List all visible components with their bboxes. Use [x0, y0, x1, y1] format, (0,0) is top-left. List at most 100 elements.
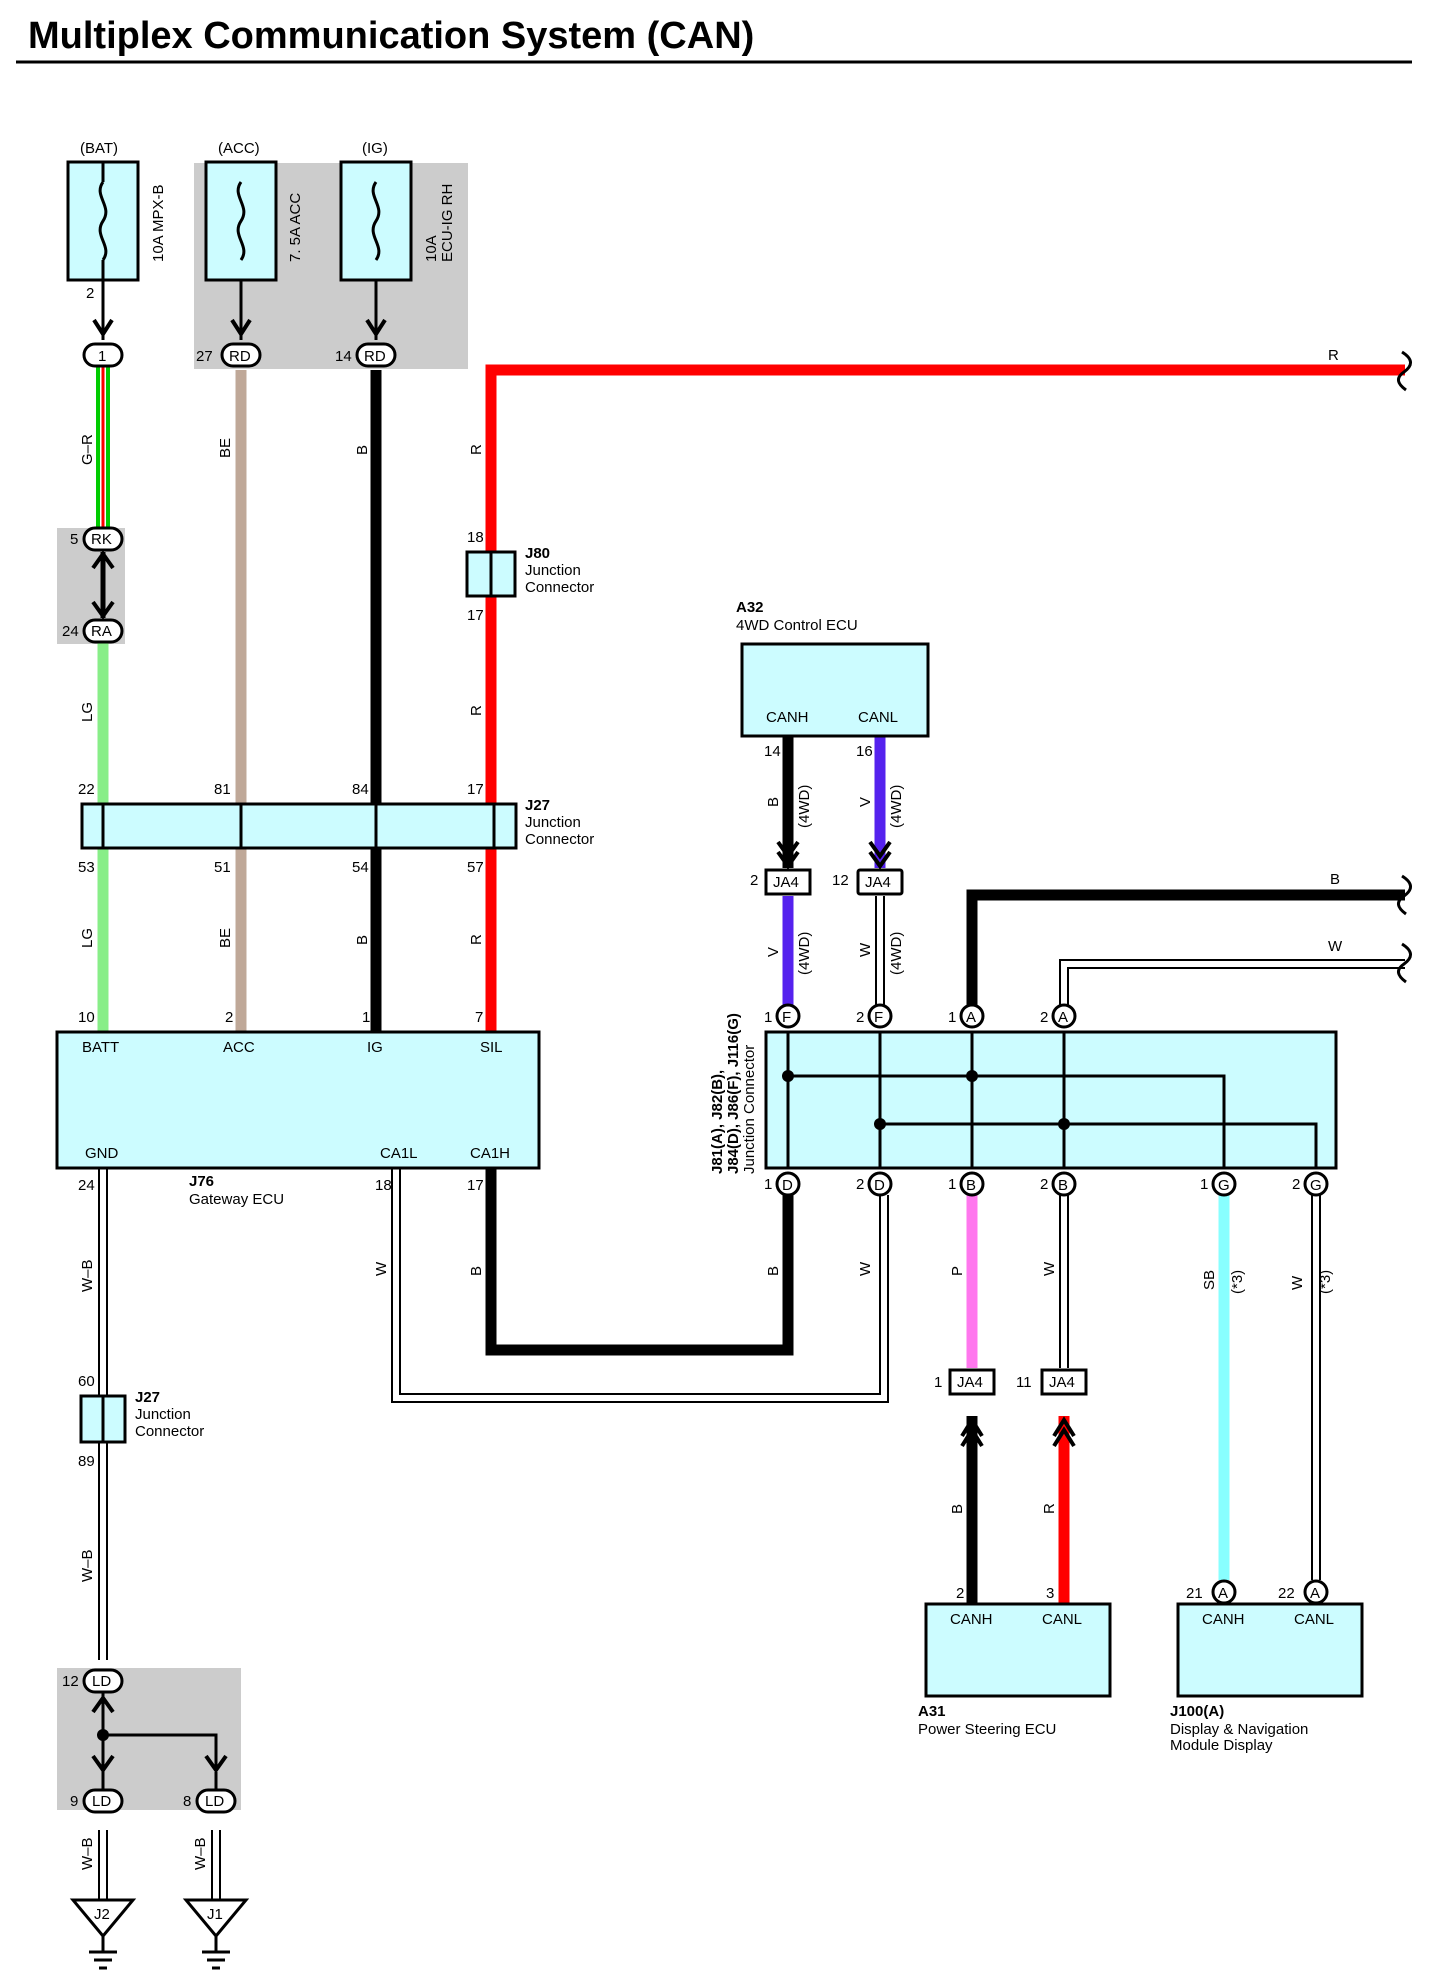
arrow-ld8 [204, 1754, 228, 1774]
svg-text:7: 7 [475, 1009, 483, 1026]
svg-text:89: 89 [78, 1453, 95, 1470]
j76-gateway-ecu: 10 BATT 2 ACC 1 IG 7 SIL GND 24 CA1L 18 … [55, 1009, 541, 1208]
a32-4wd-control-ecu: A32 4WD Control ECU CANH CANL 14 16 [736, 599, 930, 760]
svg-text:J81(A), J82(B),: J81(A), J82(B), [709, 1070, 726, 1174]
svg-text:G: G [1218, 1177, 1230, 1194]
svg-text:1: 1 [98, 348, 106, 365]
svg-text:14: 14 [335, 348, 352, 365]
svg-text:1: 1 [764, 1176, 772, 1193]
wire-label-b-d1: B [765, 1266, 782, 1276]
svg-text:Display & Navigation: Display & Navigation [1170, 1721, 1308, 1738]
fuse-source-label: (BAT) [80, 140, 118, 157]
svg-text:J1: J1 [207, 1906, 223, 1923]
svg-text:53: 53 [78, 859, 95, 876]
svg-text:BATT: BATT [82, 1039, 119, 1056]
svg-text:22: 22 [78, 781, 95, 798]
svg-text:LD: LD [92, 1673, 111, 1690]
splice-point [97, 1729, 109, 1741]
fuse-ecu-ig-rh: (IG) 10A ECU-IG RH [339, 140, 456, 282]
connector-ja4-12: 12 JA4 [832, 868, 904, 896]
fuse-mpx-b: (BAT) 10A MPX-B 2 [66, 140, 167, 302]
svg-text:21: 21 [1186, 1585, 1203, 1602]
arrow-ja4-11 [1052, 1416, 1076, 1448]
svg-text:LD: LD [92, 1793, 111, 1810]
svg-text:Junction Connector: Junction Connector [741, 1045, 758, 1174]
wire-break-w [1397, 942, 1412, 984]
wire-label-r-top: R [1328, 347, 1339, 364]
svg-text:84: 84 [352, 781, 369, 798]
ground-icon [69, 1898, 137, 1939]
svg-text:LD: LD [205, 1793, 224, 1810]
svg-text:11: 11 [1016, 1374, 1032, 1391]
svg-text:ACC: ACC [223, 1039, 255, 1056]
svg-text:J2: J2 [94, 1906, 110, 1923]
connector-ld-9: 9 LD [70, 1788, 124, 1814]
arrow-ld9 [91, 1754, 115, 1774]
svg-text:CANL: CANL [1042, 1611, 1082, 1628]
wire-label-w-g2: W [1289, 1275, 1306, 1290]
connector-rd-14: 14 RD [335, 342, 397, 368]
svg-text:2: 2 [1040, 1176, 1048, 1193]
arrow-ja4-1 [960, 1416, 984, 1448]
wire-label-w-b2: W [1041, 1261, 1058, 1276]
a31-power-steering-ecu: 2 3 CANH CANL A31 Power Steering ECU [918, 1585, 1112, 1738]
fuse-icon [371, 181, 381, 261]
wire-label-lg-2: LG [79, 928, 96, 948]
svg-text:18: 18 [375, 1177, 392, 1194]
wire-w-g2 [1311, 1195, 1321, 1580]
arrow-ld12 [91, 1694, 115, 1714]
svg-text:J84(D), J86(F), J116(G): J84(D), J86(F), J116(G) [725, 1013, 742, 1174]
svg-text:2: 2 [750, 872, 758, 889]
svg-text:IG: IG [367, 1039, 383, 1056]
wire-label-r-3: R [468, 934, 485, 945]
svg-text:17: 17 [467, 1177, 484, 1194]
wire-label-lg: LG [79, 702, 96, 722]
svg-text:12: 12 [62, 1673, 79, 1690]
fuse-rating: 7. 5A ACC [287, 193, 304, 262]
wire-w-a2 [1059, 959, 1405, 1016]
svg-text:F: F [874, 1009, 883, 1026]
arrow-ja4-12 [868, 840, 892, 870]
svg-text:12: 12 [832, 872, 849, 889]
svg-text:B: B [966, 1177, 976, 1194]
wire-b-a1 [966, 889, 1405, 1016]
wire-label-w: W [857, 942, 874, 957]
svg-text:D: D [874, 1177, 885, 1194]
svg-text:8: 8 [183, 1793, 191, 1810]
arrow-rk [91, 550, 115, 570]
svg-text:CANH: CANH [950, 1611, 993, 1628]
wire-label-4wd: (4WD) [796, 785, 813, 828]
wire-b-ca1h [485, 1168, 794, 1356]
svg-text:16: 16 [856, 743, 873, 760]
svg-text:Connector: Connector [135, 1423, 204, 1440]
svg-text:A: A [1218, 1585, 1228, 1602]
connector-ra: 24 RA [62, 618, 124, 644]
svg-text:Connector: Connector [525, 579, 594, 596]
gateway-id: J76 [189, 1173, 214, 1190]
svg-text:JA4: JA4 [1049, 1374, 1075, 1391]
svg-text:17: 17 [467, 781, 484, 798]
wire-label-w-ca1l: W [373, 1261, 390, 1276]
j27-junction-connector-bottom: 60 89 J27 Junction Connector [78, 1373, 204, 1470]
wire-label-r-2: R [468, 705, 485, 716]
svg-text:1: 1 [948, 1009, 956, 1026]
svg-text:G: G [1310, 1177, 1322, 1194]
wire-label-b-a31: B [949, 1504, 966, 1514]
svg-text:SIL: SIL [480, 1039, 503, 1056]
wire-label-be: BE [217, 438, 234, 458]
svg-text:A: A [1058, 1009, 1068, 1026]
svg-text:81: 81 [214, 781, 231, 798]
connector-rd-27: 27 RD [196, 342, 262, 368]
junction-top-pins: 1 F 2 F 1 A 2 A [764, 1003, 1077, 1029]
svg-text:2: 2 [1040, 1009, 1048, 1026]
svg-text:1: 1 [362, 1009, 370, 1026]
svg-text:JA4: JA4 [773, 874, 799, 891]
svg-text:J80: J80 [525, 545, 550, 562]
wire-label-star3: (*3) [1229, 1270, 1246, 1294]
arrow-ig [365, 318, 387, 338]
ground-j2: J2 [69, 1898, 137, 1970]
page-title: Multiplex Communication System (CAN) [28, 15, 754, 57]
wire-label-w-right: W [1328, 938, 1343, 955]
svg-text:24: 24 [62, 623, 79, 640]
svg-text:2: 2 [225, 1009, 233, 1026]
